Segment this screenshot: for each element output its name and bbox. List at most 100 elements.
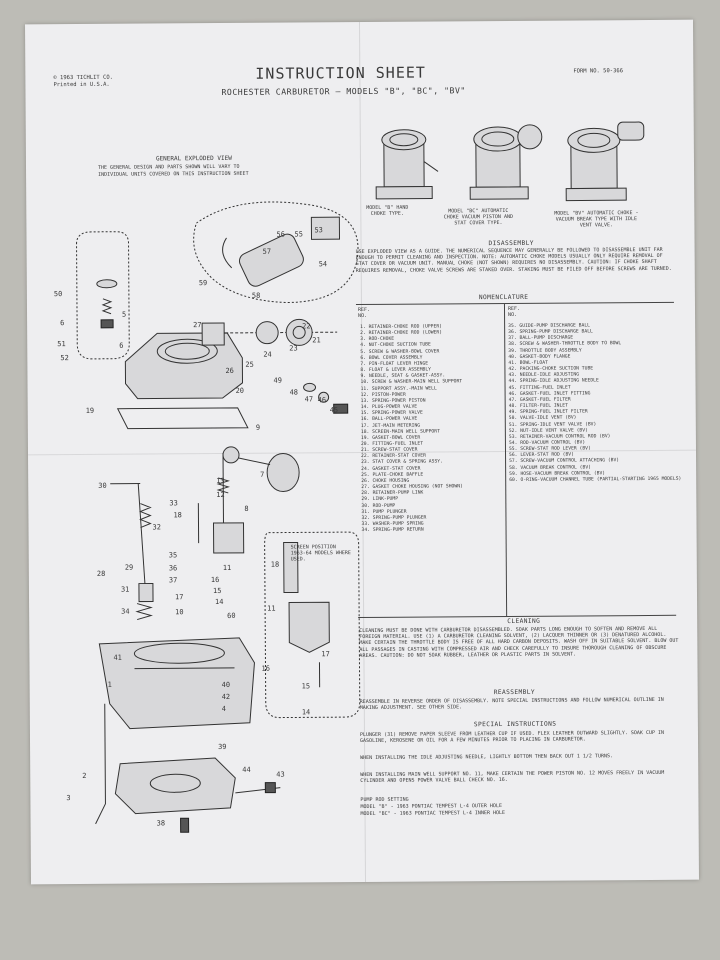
callout-30: 30 xyxy=(98,481,107,490)
callout-39: 39 xyxy=(218,742,227,752)
bowl-rim-drawing xyxy=(133,642,225,664)
callout-20: 20 xyxy=(235,386,245,395)
nomenclature-left-column: 1. RETAINER-CHOKE ROD (UPPER)2. RETAINER… xyxy=(360,324,503,534)
callout-17: 17 xyxy=(174,593,184,602)
power-piston-spring-drawing xyxy=(216,477,230,494)
inlet-fitting-drawing xyxy=(333,403,349,414)
callout-33: 33 xyxy=(169,499,178,508)
special-plunger-text: PLUNGER (31) REMOVE PAPER SLEEVE FROM LE… xyxy=(359,729,665,745)
callout-34: 34 xyxy=(121,607,130,616)
exploded-view-diagram xyxy=(76,201,361,833)
cleaning-text: CLEANING MUST BE DONE WITH CARBURETOR DI… xyxy=(359,625,679,659)
callout-35: 35 xyxy=(168,551,178,560)
callout-44: 44 xyxy=(242,765,251,774)
callout-11-detail: 11 xyxy=(267,604,276,613)
stat-cover-drawing xyxy=(285,318,313,346)
callout-57: 57 xyxy=(262,247,272,256)
model-bv-drawing xyxy=(565,121,645,202)
callout-40: 40 xyxy=(221,680,231,689)
sheet-subtitle: ROCHESTER CARBURETOR — MODELS "B", "BC",… xyxy=(221,85,466,97)
vent-valve-drawing xyxy=(96,279,118,289)
callout-1: 1 xyxy=(107,680,112,689)
reassembly-heading: REASSEMBLY xyxy=(493,688,535,697)
disassembly-text: USE EXPLODED VIEW AS A GUIDE. THE NUMERI… xyxy=(355,246,672,274)
callout-23: 23 xyxy=(289,344,298,353)
float-drawing xyxy=(266,453,300,493)
callout-45: 45 xyxy=(329,406,339,415)
stat-center-drawing xyxy=(292,325,306,339)
callout-50: 50 xyxy=(53,290,63,299)
pump-spring-drawing xyxy=(139,503,152,529)
special-idle-needle-text: WHEN INSTALLING THE IDLE ADJUSTING NEEDL… xyxy=(360,753,614,762)
callout-14-detail: 14 xyxy=(301,708,311,717)
model-illustrations xyxy=(375,121,645,202)
support-detail-drawing xyxy=(288,601,330,653)
idle-screw-drawing xyxy=(264,782,276,794)
air-horn-drawing xyxy=(156,338,218,364)
callout-29: 29 xyxy=(124,563,134,572)
callout-8: 8 xyxy=(244,504,249,513)
callout-4: 4 xyxy=(221,704,227,713)
ref-no-header-right: REF. NO. xyxy=(507,305,521,318)
callout-54: 54 xyxy=(318,260,328,269)
callout-26: 26 xyxy=(225,366,234,375)
pump-rod-drawing xyxy=(137,483,146,584)
float-arm-drawing xyxy=(237,457,271,466)
exploded-note-2: INDIVIDUAL UNITS COVERED ON THIS INSTRUC… xyxy=(98,170,249,178)
vacuum-lever-drawing xyxy=(310,216,341,240)
callout-14: 14 xyxy=(215,597,224,607)
screen-position-note: SCREEN POSITION 1963-64 MODELS WHERE USE… xyxy=(290,544,351,563)
callout-9: 9 xyxy=(255,423,261,432)
callout-15: 15 xyxy=(212,586,222,596)
vacuum-break-drawing xyxy=(238,233,304,287)
choke-centerline xyxy=(225,331,338,334)
callout-16-detail: 16 xyxy=(261,664,270,673)
bowl-gasket-drawing xyxy=(116,407,249,430)
callout-60: 60 xyxy=(227,611,236,620)
callout-2: 2 xyxy=(82,771,87,780)
callout-22: 22 xyxy=(302,322,311,331)
nomenclature-item: 34. SPRING-PUMP RETURN xyxy=(361,527,424,534)
callout-7: 7 xyxy=(260,470,265,479)
callout-11: 11 xyxy=(222,563,232,572)
callout-24: 24 xyxy=(263,350,272,359)
pump-rod-setting-bc: MODEL "BC" - 1963 PONTIAC TEMPEST L-4 IN… xyxy=(360,810,506,818)
inlet-spring-drawing xyxy=(303,382,317,392)
ref-no-header-left: REF. NO. xyxy=(357,306,371,320)
choke-valve-drawing xyxy=(164,342,210,360)
callout-18-detail: 18 xyxy=(270,560,280,569)
vacuum-break-enclosure xyxy=(193,201,359,304)
float-hinge-drawing xyxy=(222,446,240,464)
throttle-body-drawing xyxy=(114,757,236,815)
callout-19: 19 xyxy=(85,406,95,415)
callout-6-top: 6 xyxy=(60,319,65,328)
callout-46: 46 xyxy=(317,396,327,405)
inlet-filter-drawing xyxy=(318,391,330,403)
cleaning-heading: CLEANING xyxy=(507,617,541,625)
callout-6: 6 xyxy=(119,341,124,350)
nomenclature-item: 60. O-RING-VACUUM CHANNEL TUBE (PARTIAL-… xyxy=(509,476,682,483)
sheet-title: INSTRUCTION SHEET xyxy=(255,63,426,83)
vacuum-hose-drawing xyxy=(222,237,233,269)
callout-31: 31 xyxy=(120,585,130,594)
nomenclature-table: REF. NO. REF. NO. 1. RETAINER-CHOKE ROD … xyxy=(355,301,682,619)
callout-47: 47 xyxy=(304,395,314,404)
callout-3: 3 xyxy=(66,794,71,803)
callout-49: 49 xyxy=(273,376,282,385)
callout-41: 41 xyxy=(113,653,122,662)
special-instructions-heading: SPECIAL INSTRUCTIONS xyxy=(473,720,557,729)
callout-48: 48 xyxy=(289,388,299,397)
callout-5: 5 xyxy=(122,310,127,319)
screen-detail-drawing xyxy=(283,541,299,594)
model-b-drawing xyxy=(375,129,439,200)
callout-36: 36 xyxy=(168,564,178,573)
float-bowl-drawing xyxy=(98,637,255,730)
callout-53: 53 xyxy=(314,226,323,235)
throttle-bore-drawing xyxy=(149,773,201,793)
callout-51: 51 xyxy=(57,340,66,349)
callout-38: 38 xyxy=(156,819,166,828)
form-number: FORM NO. 50-366 xyxy=(573,68,624,75)
callout-52: 52 xyxy=(60,354,69,363)
throttle-screw-drawing xyxy=(180,817,190,833)
callout-25: 25 xyxy=(245,360,254,369)
